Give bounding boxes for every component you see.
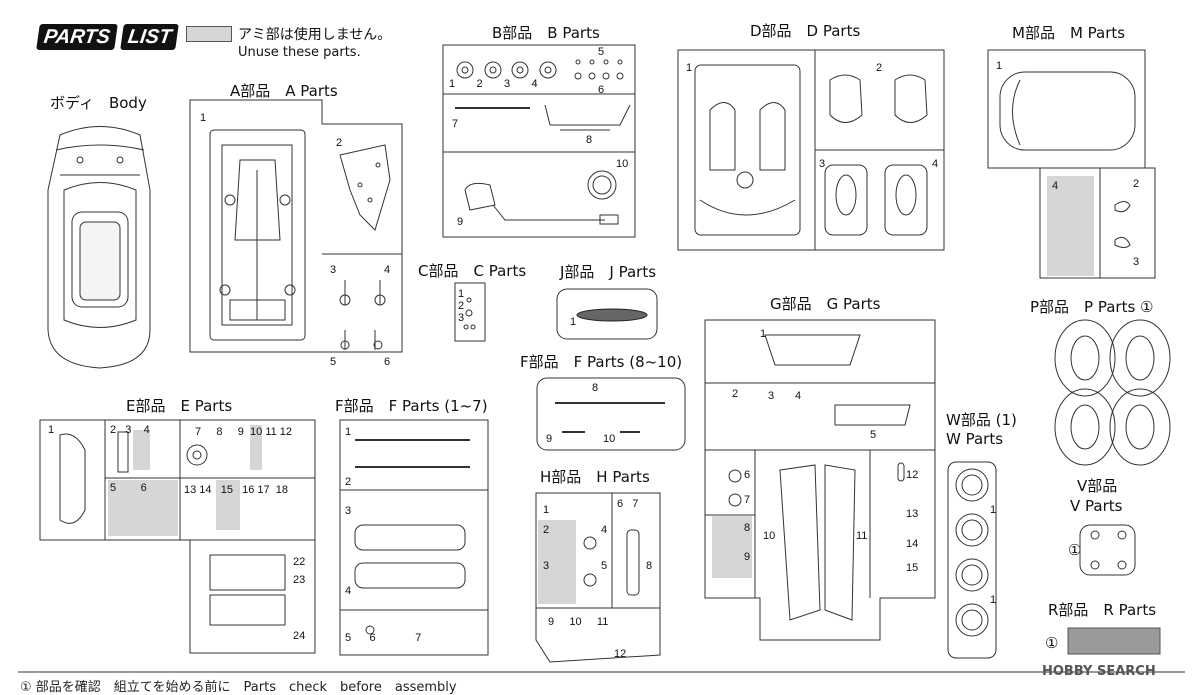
- d-seats: [829, 74, 928, 123]
- body-title: ボディ Body: [50, 94, 147, 112]
- unused-note-en: Unuse these parts.: [238, 45, 361, 60]
- p-tires: [1054, 319, 1171, 466]
- d-parts-title: D部品 D Parts: [750, 22, 861, 40]
- w-wheels: [955, 468, 989, 637]
- hobbysearch-watermark: HOBBY SEARCH: [1042, 664, 1156, 679]
- w-parts-title-en: W Parts: [946, 430, 1004, 448]
- h-parts-title: H部品 H Parts: [540, 468, 650, 486]
- b-part-8-bracket: [544, 104, 631, 131]
- unused-swatch: [186, 26, 232, 42]
- g-part-11-glass: [824, 464, 856, 621]
- g-parts-title: G部品 G Parts: [770, 295, 881, 313]
- a-part-3-6-dampers: [339, 280, 386, 350]
- v-parts-title-en: V Parts: [1070, 497, 1123, 515]
- p-parts-title: P部品 P Parts ①: [1030, 298, 1154, 316]
- g-part-1-windshield: [764, 334, 861, 366]
- g-part-10-glass: [779, 464, 821, 621]
- e-parts-title: E部品 E Parts: [126, 397, 233, 415]
- d-interior: [694, 64, 801, 236]
- a-chassis: [209, 129, 306, 341]
- j-parts-title: J部品 J Parts: [560, 263, 657, 281]
- m-mirrors: [1114, 201, 1131, 248]
- b-parts-title: B部品 B Parts: [492, 24, 600, 42]
- g-part-5-window: [834, 404, 911, 426]
- r-parts-title: R部品 R Parts: [1048, 601, 1157, 619]
- v-parts-title-jp: V部品: [1077, 477, 1118, 495]
- a-part-2-arm: [339, 144, 391, 231]
- b-knobs: [456, 59, 624, 80]
- footer-note: ① 部品を確認 組立てを始める前に Parts check before ass…: [20, 680, 457, 695]
- body-shell: [47, 126, 151, 369]
- m-parts-title: M部品 M Parts: [1012, 24, 1126, 42]
- b-part-9-lever: [464, 182, 619, 225]
- c-parts-title: C部品 C Parts: [418, 262, 527, 280]
- f1-parts-title: F部品 F Parts (1~7): [335, 397, 488, 415]
- f2-parts-title: F部品 F Parts (8~10): [520, 353, 683, 371]
- a-parts-title: A部品 A Parts: [230, 82, 338, 100]
- w-parts-title-jp: W部品 (1): [946, 411, 1017, 429]
- m-part-1-roof: [999, 71, 1136, 151]
- d-doors: [824, 164, 928, 236]
- b-part-10-gauge: [587, 170, 617, 200]
- unused-note-jp: アミ部は使用しません。: [238, 27, 392, 43]
